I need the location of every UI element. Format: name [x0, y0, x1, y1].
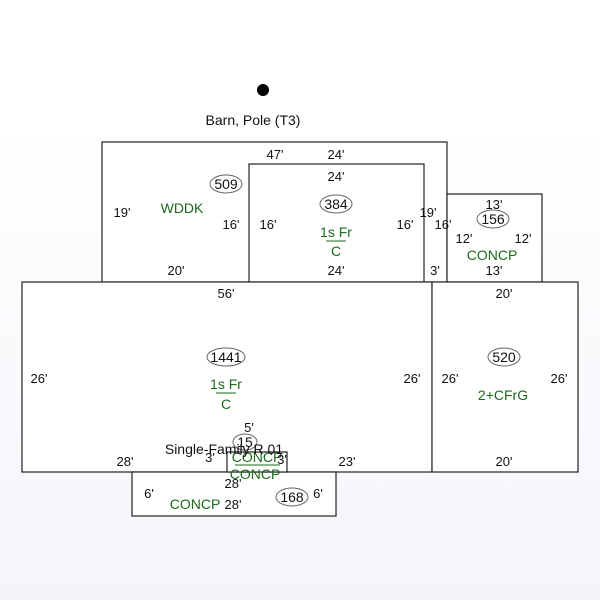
barn-caption: Barn, Pole (T3) — [206, 112, 301, 128]
second-code-bottom: C — [331, 243, 341, 259]
dimension-label: 3' — [277, 452, 287, 467]
main-code-top: 1s Fr — [210, 376, 242, 392]
garage-code: 2+CFrG — [478, 387, 528, 403]
dimension-label: 16' — [435, 217, 452, 232]
main-area-id: 1441 — [210, 349, 241, 365]
wddk-code: WDDK — [161, 200, 204, 216]
dimension-label: 16' — [223, 217, 240, 232]
dimension-label: 24' — [328, 147, 345, 162]
dimension-label: 28' — [117, 454, 134, 469]
patio-area-id: 168 — [280, 489, 304, 505]
area-id-oval — [209, 174, 243, 194]
dimension-label: 12' — [456, 231, 473, 246]
dimension-label: 13' — [486, 263, 503, 278]
stoop-outline — [226, 451, 288, 473]
overlay-label: Single-Family R 01 — [165, 441, 283, 457]
dimension-label: 26' — [404, 371, 421, 386]
concp-small-code: CONCP — [467, 247, 518, 263]
garage-outline — [431, 281, 579, 473]
dimension-label: 20' — [496, 286, 513, 301]
dimension-label: 26' — [442, 371, 459, 386]
dimension-label: 26' — [551, 371, 568, 386]
second-area-id: 384 — [324, 196, 348, 212]
stoop-code-top: CONCP — [232, 449, 283, 465]
area-id-oval — [319, 194, 353, 214]
area-id-oval — [206, 347, 246, 367]
dimension-label: 56' — [218, 286, 235, 301]
dimension-label: 16' — [260, 217, 277, 232]
dimension-label: 6' — [144, 486, 154, 501]
dimension-label: 20' — [496, 454, 513, 469]
concp-small-outline — [446, 193, 543, 283]
area-id-oval — [487, 347, 521, 367]
dimension-label: 28' — [225, 476, 242, 491]
dimension-label: 28' — [225, 497, 242, 512]
dimension-label: 5' — [244, 420, 254, 435]
dimension-label: 20' — [168, 263, 185, 278]
stoop-code-bottom: CONCP — [230, 466, 281, 482]
dimension-label: 24' — [328, 263, 345, 278]
dimension-label: 6' — [313, 486, 323, 501]
main-floor-outline — [21, 281, 433, 473]
second-code-top: 1s Fr — [320, 224, 352, 240]
dimension-label: 13' — [486, 197, 503, 212]
dimension-label: 47' — [267, 147, 284, 162]
dimension-label: 26' — [31, 371, 48, 386]
reference-point-marker — [257, 84, 269, 96]
main-code-bottom: C — [221, 396, 231, 412]
area-id-oval — [232, 433, 258, 451]
dimension-label: 12' — [515, 231, 532, 246]
patio-code: CONCP — [170, 496, 221, 512]
second-floor-outline — [248, 163, 425, 283]
dimension-label: 19' — [114, 205, 131, 220]
garage-area-id: 520 — [492, 349, 516, 365]
area-id-oval — [476, 209, 510, 229]
stoop-area-id: 15 — [237, 434, 253, 450]
dimension-label: 3' — [430, 263, 440, 278]
dimension-label: 19' — [420, 205, 437, 220]
dimension-label: 23' — [339, 454, 356, 469]
dimension-label: 16' — [397, 217, 414, 232]
area-id-oval — [275, 487, 309, 507]
dimension-label: 24' — [328, 169, 345, 184]
wddk-area-id: 509 — [214, 176, 238, 192]
concp-small-area-id: 156 — [481, 211, 505, 227]
dimension-label: 3' — [205, 450, 215, 465]
